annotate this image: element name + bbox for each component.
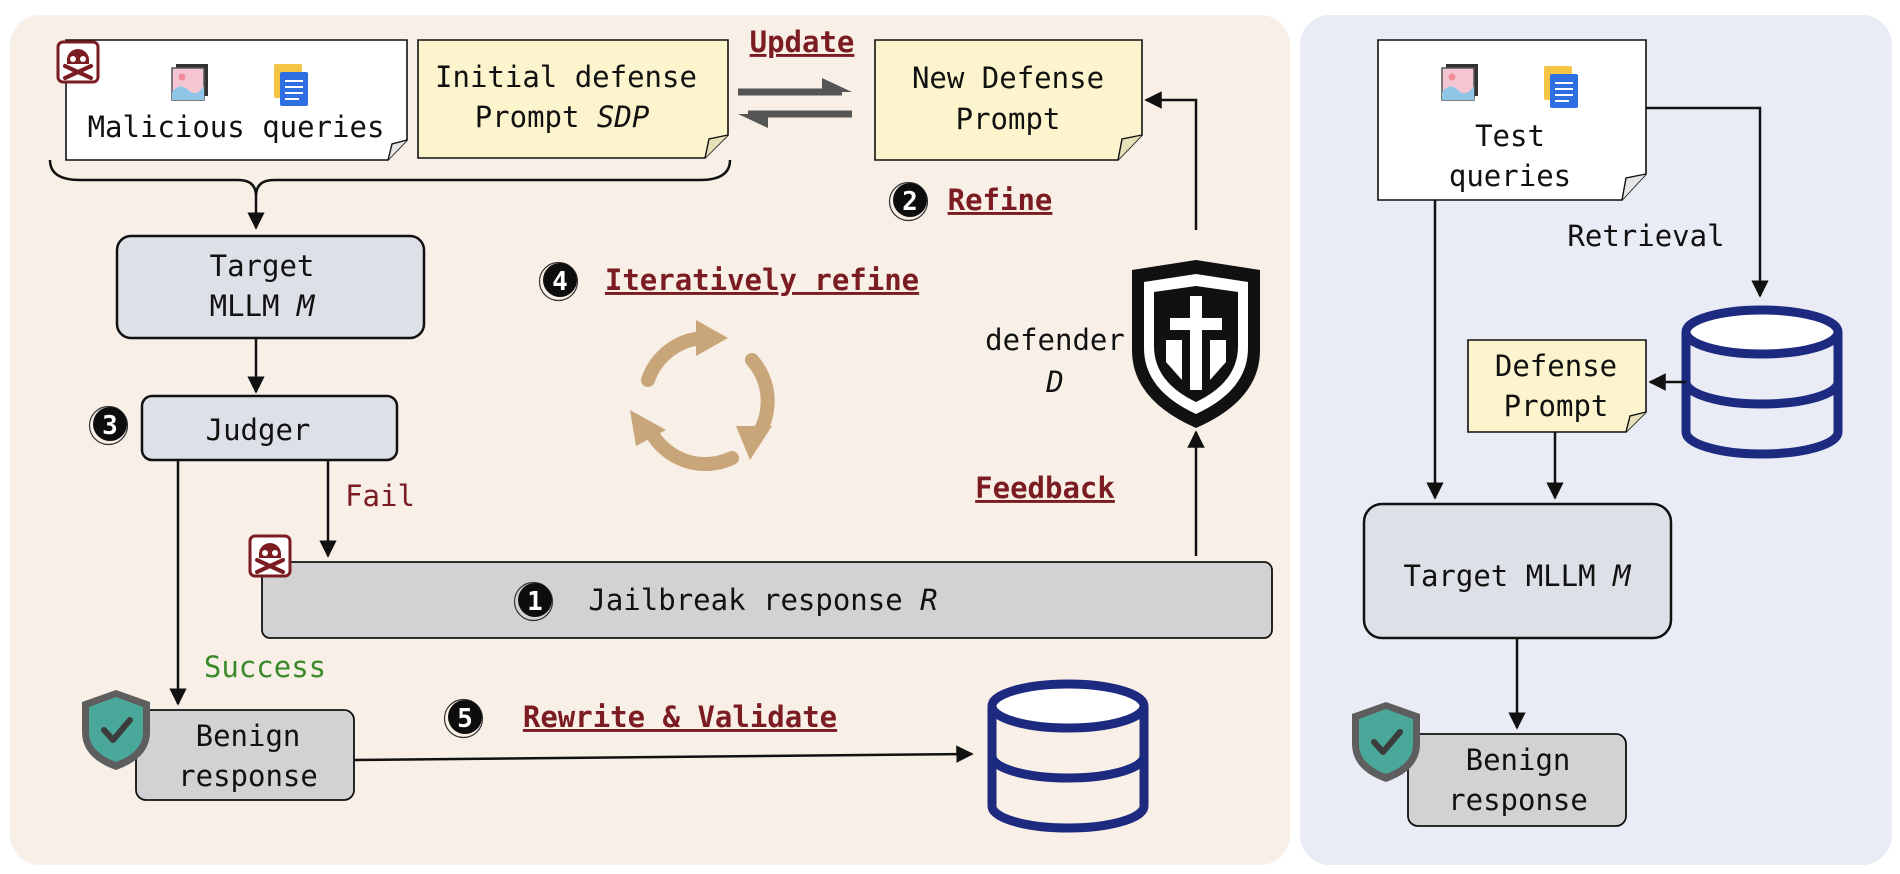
benign-to-db-arrow (353, 745, 974, 763)
benign-line1: Benign (196, 719, 301, 753)
defender-label: defender (985, 323, 1125, 357)
defense-line1: Defense (1495, 349, 1617, 383)
benign-line2: response (178, 759, 318, 793)
update-label: Update (750, 25, 855, 59)
iter-label: Iteratively refine (605, 263, 919, 297)
initial-prompt-line1: Initial defense (435, 60, 697, 94)
malicious-queries-label: Malicious queries (88, 110, 385, 144)
benign-line1-2: Benign (1466, 743, 1571, 777)
feedback-label: Feedback (975, 471, 1115, 505)
jailbreak-number: 1 (527, 587, 543, 617)
defender-symbol: D (1045, 365, 1063, 399)
judger-box: Judger (140, 394, 399, 462)
skull-crossbones-icon (56, 40, 100, 84)
test-line2: queries (1449, 159, 1571, 193)
image-icon (171, 63, 209, 101)
defense-line2: Prompt (1504, 389, 1609, 423)
test-queries-note: Test queries (1377, 39, 1647, 201)
target-mllm-box-2: Target MLLM M (1362, 502, 1673, 640)
defender-to-prompt-arrow (1144, 91, 1198, 230)
recycle-icon (630, 320, 775, 471)
benign-response-box-2: Benign response (1407, 733, 1627, 827)
success-label: Success (204, 650, 326, 684)
jailbreak-label: Jailbreak response R (588, 583, 937, 617)
image-icon-2 (1441, 63, 1479, 101)
update-arrows (738, 78, 852, 128)
defender-shield-icon (1132, 260, 1260, 428)
target-line2: MLLM M (210, 289, 316, 323)
fail-label: Fail (345, 479, 415, 513)
benign-line2-2: response (1448, 783, 1588, 817)
initial-prompt-line2: Prompt SDP (475, 100, 650, 134)
judger-number: 3 (102, 411, 118, 441)
rewrite-number: 5 (457, 704, 473, 734)
defense-prompt-note: Defense Prompt (1467, 339, 1647, 433)
retrieval-label: Retrieval (1567, 219, 1724, 253)
jailbreak-response-box (261, 561, 1273, 639)
target-label-2: Target MLLM M (1404, 559, 1633, 593)
judger-label: Judger (206, 413, 311, 447)
new-defense-prompt-note: New Defense Prompt (874, 39, 1143, 161)
rewrite-label: Rewrite & Validate (523, 700, 837, 734)
right-panel (1300, 15, 1892, 865)
refine-number: 2 (902, 187, 918, 217)
test-line1: Test (1475, 119, 1545, 153)
target-mllm-box: Target MLLM M (115, 234, 426, 340)
retrieval-arrow (1646, 106, 1769, 298)
refine-label: Refine (948, 183, 1053, 217)
benign-response-box: Benign response (135, 709, 355, 801)
iter-number: 4 (552, 267, 568, 297)
skull-crossbones-icon-2 (248, 534, 292, 578)
malicious-queries-note: Malicious queries (65, 39, 408, 161)
new-prompt-line2: Prompt (956, 102, 1061, 136)
target-line1: Target (210, 249, 315, 283)
initial-defense-prompt-note: Initial defense Prompt SDP (417, 39, 729, 159)
new-prompt-line1: New Defense (912, 61, 1104, 95)
